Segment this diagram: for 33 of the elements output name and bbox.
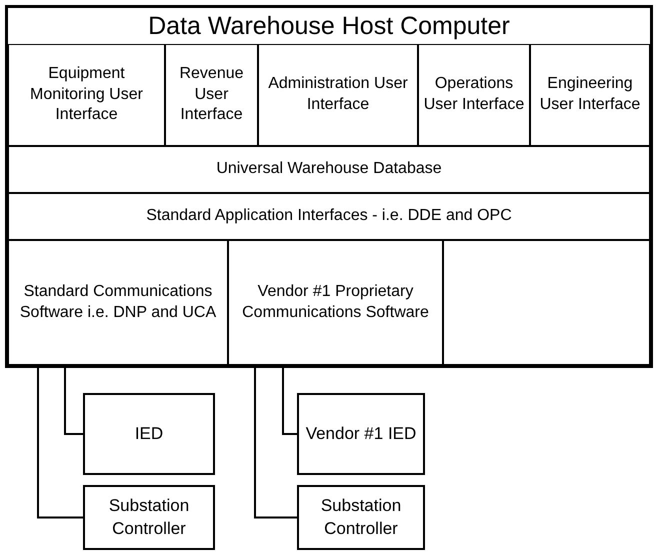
- node-label: Equipment Monitoring User Interface: [29, 64, 144, 126]
- connector-line: [37, 365, 83, 518]
- node-label: Standard Application Interfaces - i.e. DDE and OPC: [145, 206, 513, 226]
- node-label: IED: [134, 422, 164, 445]
- node-label: Standard Communications Software i.e. DNP and UCA: [18, 282, 218, 322]
- node-label: Operations User Interface: [422, 74, 526, 115]
- node-label: Engineering User Interface: [538, 74, 642, 115]
- software-layer-cell: [258, 44, 418, 146]
- software-layer-cell: [8, 44, 165, 146]
- connector-line: [282, 365, 297, 435]
- software-layer-cell: [165, 44, 258, 146]
- host-computer-box: [5, 5, 653, 368]
- node-label: Universal Warehouse Database: [215, 159, 443, 180]
- node-label: Vendor #1 Proprietary Communications Software: [241, 282, 430, 322]
- software-layer-cell: [228, 240, 443, 365]
- software-layer-cell: [8, 240, 228, 365]
- software-layer-cell: [418, 44, 530, 146]
- software-layer-cell: [530, 44, 650, 146]
- node-label: Substation Controller: [320, 495, 402, 540]
- software-layer-cell: [8, 146, 650, 193]
- connector-line: [64, 365, 83, 435]
- device-box: [297, 393, 425, 475]
- node-label: Administration User Interface: [267, 74, 409, 115]
- device-box: [83, 393, 215, 475]
- software-layer-cell: [8, 193, 650, 240]
- device-box: [83, 485, 215, 550]
- connector-line: [254, 365, 297, 518]
- empty-cell: [443, 240, 650, 365]
- node-label: Vendor #1 IED: [304, 422, 418, 445]
- node-label: Revenue User Interface: [178, 64, 245, 126]
- node-label: Substation Controller: [108, 495, 190, 540]
- device-box: [297, 485, 425, 550]
- title-text: Data Warehouse Host Computer: [148, 11, 510, 42]
